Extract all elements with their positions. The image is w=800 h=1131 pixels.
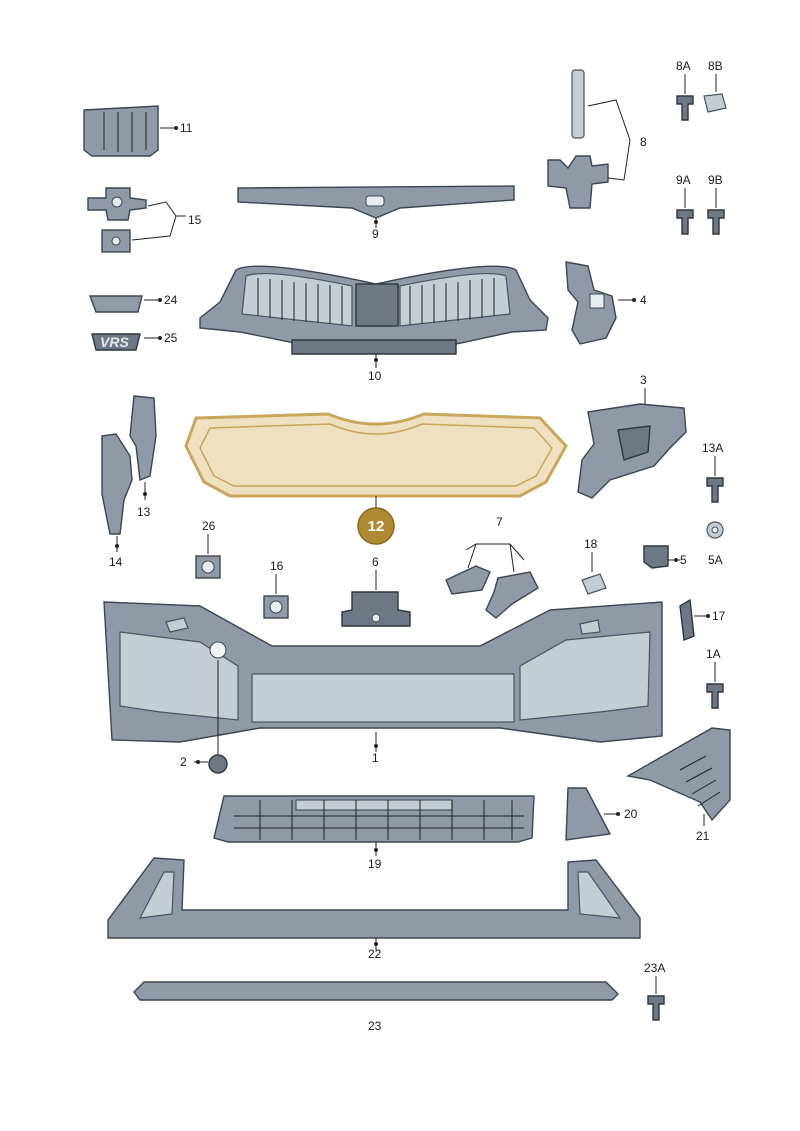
part-9-drawing[interactable] [237,185,515,219]
part-13A-screw[interactable] [706,477,724,503]
label-6: 6 [372,555,379,569]
part-20-cover[interactable] [565,787,612,841]
part-8-drawing[interactable] [547,69,609,209]
label-26: 26 [202,519,216,533]
part-11-drawing[interactable] [83,105,159,157]
label-25: 25 [164,331,178,345]
part-5A-nut[interactable] [706,521,724,539]
part-23-lip[interactable] [133,981,619,1001]
label-1A: 1A [706,647,721,661]
part-25-emblem[interactable]: VRS [91,333,141,351]
label-1: 1 [372,751,379,765]
label-8: 8 [640,135,647,149]
part-6-sensor[interactable] [341,591,411,627]
label-17: 17 [712,609,726,623]
part-21-trim[interactable] [625,727,731,822]
label-16: 16 [270,559,284,573]
label-9B: 9B [708,173,723,187]
label-8A: 8A [676,59,691,73]
label-21: 21 [696,829,710,843]
part-23A-screw[interactable] [647,995,665,1021]
svg-text:VRS: VRS [100,334,129,350]
label-24: 24 [164,293,178,307]
callout-12-badge[interactable]: 12 [357,507,395,545]
label-9A: 9A [676,173,691,187]
part-24-drawing[interactable] [88,295,143,313]
label-11: 11 [180,121,193,135]
part-26-holder[interactable] [195,555,221,579]
part-9B-screw[interactable] [707,209,725,235]
part-8B-clip[interactable] [703,93,727,113]
part-14-guide[interactable] [101,433,133,535]
label-23A: 23A [644,961,665,975]
part-2-plug[interactable] [208,754,228,774]
part-9A-screw[interactable] [676,209,694,235]
part-10-grille[interactable] [199,265,549,355]
part-12-seal-highlighted[interactable] [184,412,568,498]
label-3: 3 [640,373,647,387]
label-13A: 13A [702,441,723,455]
label-8B: 8B [708,59,723,73]
part-8A-screw[interactable] [676,95,694,121]
part-4-bracket[interactable] [565,261,617,345]
label-4: 4 [640,293,647,307]
label-23: 23 [368,1019,382,1033]
part-19-lower-grille[interactable] [213,795,535,843]
part-1A-screw[interactable] [706,683,724,709]
label-13: 13 [137,505,151,519]
label-5A: 5A [708,553,723,567]
part-17-bracket[interactable] [679,598,695,641]
label-7: 7 [496,515,503,529]
part-3-bracket[interactable] [577,403,687,499]
label-15: 15 [188,213,202,227]
label-2: 2 [180,755,187,769]
label-20: 20 [624,807,638,821]
part-13-guide[interactable] [129,395,157,481]
part-1-bumper[interactable] [103,601,663,743]
label-10: 10 [368,369,382,383]
part-22-spoiler[interactable] [107,857,641,939]
label-18: 18 [584,537,598,551]
label-12: 12 [368,518,385,535]
part-18-cover[interactable] [581,573,607,595]
part-7-covers[interactable] [445,565,539,619]
label-9: 9 [372,227,379,241]
label-22: 22 [368,947,382,961]
label-5: 5 [680,553,687,567]
part-15-drawing[interactable] [87,187,147,253]
label-14: 14 [109,555,123,569]
part-5-clip[interactable] [643,545,669,569]
part-16-holder[interactable] [263,595,289,619]
label-19: 19 [368,857,382,871]
